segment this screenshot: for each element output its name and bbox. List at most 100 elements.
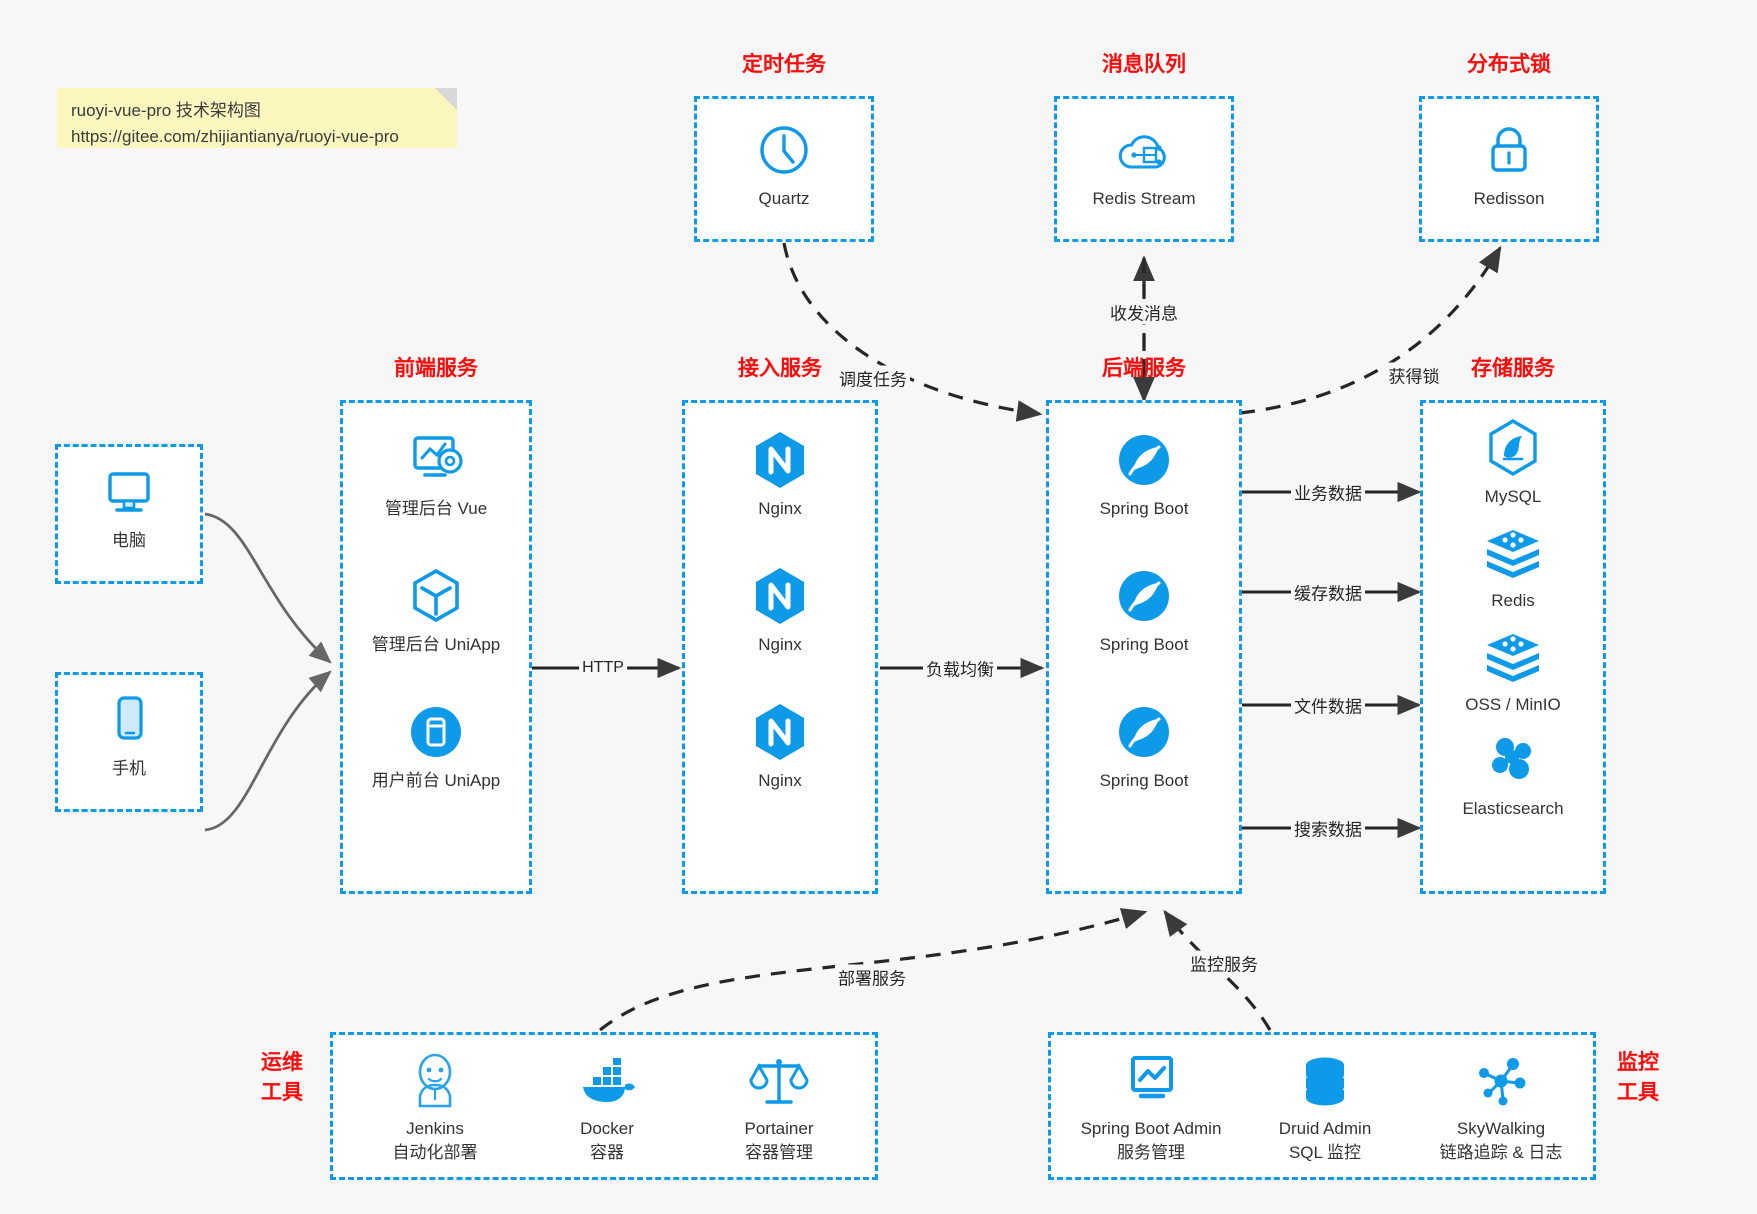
devops-title-line-2: 工具 bbox=[261, 1081, 303, 1104]
monitoring-title-line-2: 工具 bbox=[1617, 1081, 1659, 1104]
node-label: OSS / MinIO bbox=[1465, 695, 1561, 714]
group-title-frontend: 前端服务 bbox=[394, 357, 478, 380]
node-phone[interactable]: 手机 bbox=[58, 689, 200, 780]
group-devops: Jenkins 自动化部署 Docker 容器 bbox=[330, 1032, 878, 1180]
phone-icon bbox=[58, 689, 200, 751]
edge-label-acquire-lock: 获得锁 bbox=[1385, 362, 1443, 388]
node-skywalking[interactable]: SkyWalking 链路追踪 & 日志 bbox=[1411, 1049, 1591, 1165]
redis-stack-icon bbox=[1423, 625, 1603, 687]
node-quartz[interactable]: Quartz bbox=[697, 119, 871, 210]
mobile-app-icon bbox=[343, 701, 529, 763]
group-gateway: Nginx Nginx Nginx bbox=[682, 400, 878, 894]
node-label: Redis bbox=[1491, 591, 1535, 610]
node-label: 手机 bbox=[112, 759, 146, 778]
node-label: MySQL bbox=[1484, 487, 1542, 506]
edge-label-monitor-service: 监控服务 bbox=[1187, 950, 1261, 976]
jenkins-butler-icon bbox=[355, 1049, 515, 1113]
node-nginx-1[interactable]: Nginx bbox=[685, 429, 875, 520]
node-label: Nginx bbox=[758, 771, 802, 790]
node-label: Spring Boot bbox=[1099, 635, 1189, 654]
group-client-phone: 手机 bbox=[55, 672, 203, 812]
group-title-mq: 消息队列 bbox=[1102, 53, 1186, 76]
monitoring-title-line-1: 监控 bbox=[1617, 1051, 1659, 1074]
node-admin-uniapp[interactable]: 管理后台 UniApp bbox=[343, 565, 529, 656]
note-line-2: https://gitee.com/zhijiantianya/ruoyi-vu… bbox=[71, 127, 399, 146]
database-icon bbox=[1245, 1049, 1405, 1113]
node-label: 用户前台 UniApp bbox=[371, 771, 501, 790]
node-oss-minio[interactable]: OSS / MinIO bbox=[1423, 625, 1603, 716]
node-redis-stream[interactable]: Redis Stream bbox=[1057, 119, 1231, 210]
node-sublabel: 服务管理 bbox=[1117, 1143, 1185, 1162]
cloud-network-icon bbox=[1057, 119, 1231, 181]
docker-whale-icon bbox=[527, 1049, 687, 1113]
node-docker[interactable]: Docker 容器 bbox=[527, 1049, 687, 1165]
node-druid-admin[interactable]: Druid Admin SQL 监控 bbox=[1245, 1049, 1405, 1165]
node-spring-boot-1[interactable]: Spring Boot bbox=[1049, 429, 1239, 520]
node-sublabel: 链路追踪 & 日志 bbox=[1439, 1143, 1563, 1162]
node-label: SkyWalking bbox=[1456, 1119, 1546, 1138]
node-elasticsearch[interactable]: Elasticsearch bbox=[1423, 729, 1603, 820]
edge-label-cache-data: 缓存数据 bbox=[1291, 579, 1365, 605]
edge-label-load-balance: 负载均衡 bbox=[923, 655, 997, 681]
node-label: Redis Stream bbox=[1092, 189, 1196, 208]
edge-label-search-data: 搜索数据 bbox=[1291, 815, 1365, 841]
node-nginx-2[interactable]: Nginx bbox=[685, 565, 875, 656]
skywalking-icon bbox=[1411, 1049, 1591, 1113]
node-label: Docker bbox=[580, 1119, 634, 1138]
group-client-computer: 电脑 bbox=[55, 444, 203, 584]
spring-leaf-icon bbox=[1049, 565, 1239, 627]
nginx-icon bbox=[685, 565, 875, 627]
cube-icon bbox=[343, 565, 529, 627]
edge-label-http: HTTP bbox=[579, 659, 627, 677]
node-admin-vue[interactable]: 管理后台 Vue bbox=[343, 429, 529, 520]
group-lock: Redisson bbox=[1419, 96, 1599, 242]
node-label: Elasticsearch bbox=[1462, 799, 1564, 818]
devops-title-line-1: 运维 bbox=[261, 1051, 303, 1074]
group-title-backend: 后端服务 bbox=[1102, 357, 1186, 380]
node-spring-boot-2[interactable]: Spring Boot bbox=[1049, 565, 1239, 656]
node-nginx-3[interactable]: Nginx bbox=[685, 701, 875, 792]
node-label: Spring Boot bbox=[1099, 499, 1189, 518]
redis-stack-icon bbox=[1423, 521, 1603, 583]
node-label: 电脑 bbox=[112, 531, 146, 550]
node-label: Spring Boot Admin bbox=[1080, 1119, 1222, 1138]
node-user-uniapp[interactable]: 用户前台 UniApp bbox=[343, 701, 529, 792]
node-redisson[interactable]: Redisson bbox=[1422, 119, 1596, 210]
monitor-icon bbox=[58, 461, 200, 523]
node-redis[interactable]: Redis bbox=[1423, 521, 1603, 612]
edge-label-message: 收发消息 bbox=[1107, 299, 1181, 325]
clock-icon bbox=[697, 119, 871, 181]
edge-label-deploy-service: 部署服务 bbox=[835, 964, 909, 990]
node-label: Jenkins bbox=[406, 1119, 464, 1138]
edge-label-business-data: 业务数据 bbox=[1291, 479, 1365, 505]
node-mysql[interactable]: MySQL bbox=[1423, 417, 1603, 508]
group-storage: MySQL Redis bbox=[1420, 400, 1606, 894]
group-monitoring: Spring Boot Admin 服务管理 Druid Admin SQL 监… bbox=[1048, 1032, 1596, 1180]
node-spring-boot-admin[interactable]: Spring Boot Admin 服务管理 bbox=[1061, 1049, 1241, 1165]
group-backend: Spring Boot Spring Boot Spring Boot bbox=[1046, 400, 1242, 894]
node-sublabel: 自动化部署 bbox=[392, 1143, 478, 1162]
group-title-monitoring: 监控 工具 bbox=[1608, 1048, 1668, 1108]
group-frontend: 管理后台 Vue 管理后台 UniApp 用户前台 UniApp bbox=[340, 400, 532, 894]
group-scheduler: Quartz bbox=[694, 96, 874, 242]
edge-label-file-data: 文件数据 bbox=[1291, 692, 1365, 718]
group-title-gateway: 接入服务 bbox=[738, 357, 822, 380]
node-portainer[interactable]: Portainer 容器管理 bbox=[699, 1049, 859, 1165]
lock-icon bbox=[1422, 119, 1596, 181]
group-title-devops: 运维 工具 bbox=[252, 1048, 312, 1108]
group-title-lock: 分布式锁 bbox=[1467, 53, 1551, 76]
dashboard-gear-icon bbox=[343, 429, 529, 491]
spring-leaf-icon bbox=[1049, 701, 1239, 763]
node-label: 管理后台 Vue bbox=[384, 499, 488, 518]
node-jenkins[interactable]: Jenkins 自动化部署 bbox=[355, 1049, 515, 1165]
node-spring-boot-3[interactable]: Spring Boot bbox=[1049, 701, 1239, 792]
group-title-scheduler: 定时任务 bbox=[742, 53, 826, 76]
node-computer[interactable]: 电脑 bbox=[58, 461, 200, 552]
edge-label-schedule-task: 调度任务 bbox=[836, 365, 910, 391]
node-label: Redisson bbox=[1473, 189, 1545, 208]
nginx-icon bbox=[685, 701, 875, 763]
node-label: Quartz bbox=[758, 189, 810, 208]
sticky-note: ruoyi-vue-pro 技术架构图 https://gitee.com/zh… bbox=[57, 88, 457, 148]
node-sublabel: SQL 监控 bbox=[1288, 1143, 1362, 1162]
